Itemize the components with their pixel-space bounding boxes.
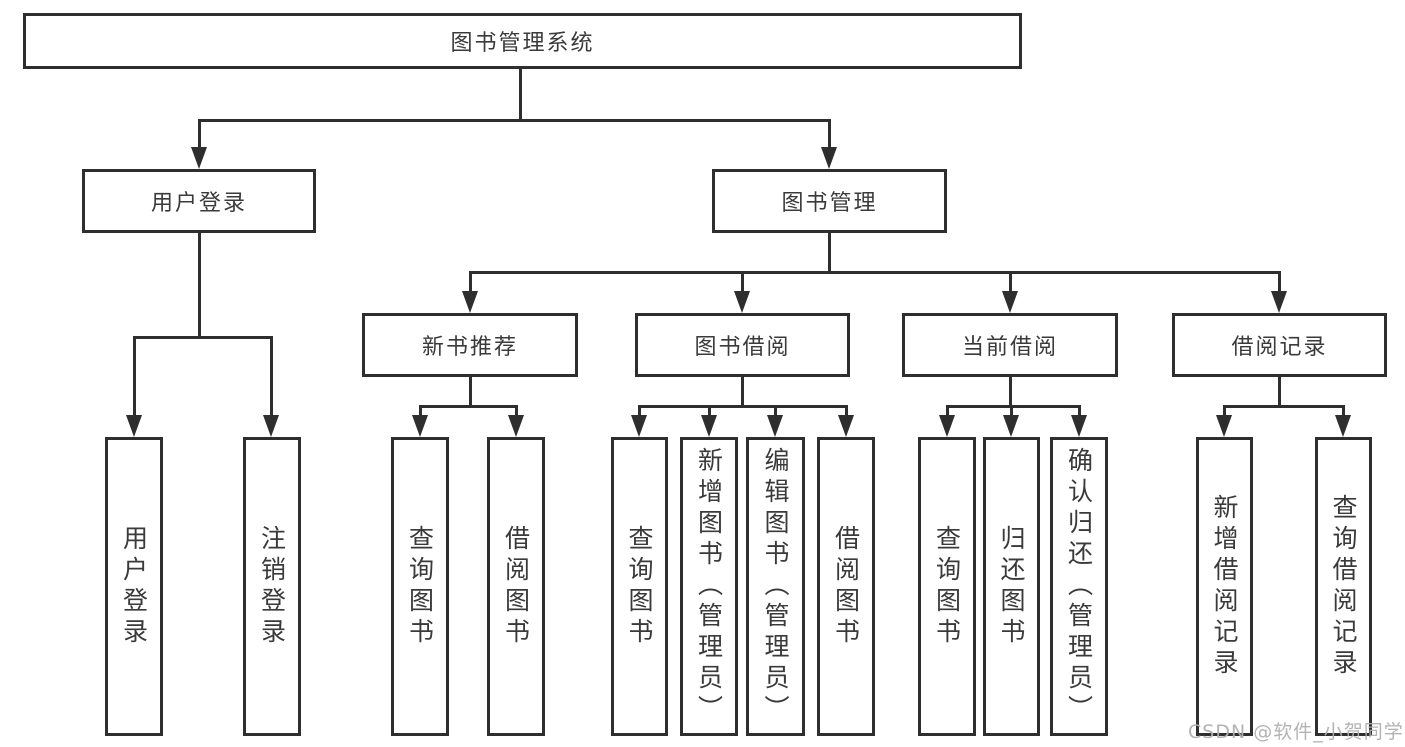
connector-arrowhead [821, 147, 837, 169]
connector-line [469, 271, 472, 296]
connector-line [1223, 405, 1345, 408]
connector-line [638, 405, 848, 408]
connector-arrowhead [631, 415, 647, 437]
leaf-logout: 注销登录 [243, 437, 301, 736]
leaf-query-books-borrowing: 查询图书 [611, 437, 668, 736]
connector-line [469, 377, 472, 405]
node-root-library-system: 图书管理系统 [23, 13, 1022, 69]
leaf-add-borrow-record: 新增借阅记录 [1196, 437, 1253, 736]
connector-line [133, 336, 136, 420]
leaf-confirm-return-admin: 确认归还（管理员） [1050, 437, 1108, 736]
connector-arrowhead [508, 415, 524, 437]
connector-line [1078, 405, 1081, 420]
connector-line [419, 405, 518, 408]
node-user-login: 用户登录 [82, 169, 316, 233]
connector-line [198, 119, 831, 122]
connector-line [1278, 271, 1281, 296]
connector-arrowhead [1002, 291, 1018, 313]
connector-arrowhead [1335, 415, 1351, 437]
connector-arrowhead [1271, 291, 1287, 313]
leaf-edit-books-admin: 编辑图书（管理员） [746, 437, 805, 736]
leaf-query-borrow-record: 查询借阅记录 [1315, 437, 1372, 736]
connector-arrowhead [126, 415, 142, 437]
connector-arrowhead [939, 415, 955, 437]
connector-arrowhead [1003, 415, 1019, 437]
connector-line [1223, 405, 1226, 420]
connector-line [638, 405, 641, 420]
node-book-borrowing: 图书借阅 [635, 313, 850, 377]
connector-line [1342, 405, 1345, 420]
leaf-borrow-books-recommend: 借阅图书 [487, 437, 545, 736]
connector-arrowhead [1216, 415, 1232, 437]
connector-line [708, 405, 711, 420]
connector-line [469, 271, 1281, 274]
connector-line [828, 119, 831, 149]
connector-arrowhead [767, 415, 783, 437]
connector-arrowhead [734, 291, 750, 313]
connector-line [1009, 271, 1012, 296]
connector-line [946, 405, 1081, 408]
leaf-user-login: 用户登录 [105, 437, 163, 736]
connector-arrowhead [462, 291, 478, 313]
connector-arrowhead [838, 415, 854, 437]
connector-line [1010, 405, 1013, 420]
leaf-return-books: 归还图书 [983, 437, 1040, 736]
connector-arrowhead [191, 147, 207, 169]
node-book-management: 图书管理 [712, 169, 947, 233]
connector-line [741, 271, 744, 296]
node-current-borrowing: 当前借阅 [902, 313, 1118, 377]
connector-arrowhead [701, 415, 717, 437]
connector-line [270, 336, 273, 420]
leaf-add-books-admin: 新增图书（管理员） [680, 437, 738, 736]
connector-line [198, 233, 201, 336]
connector-line [741, 377, 744, 405]
csdn-watermark: CSDN @软件_小贺同学 [1188, 721, 1404, 743]
connector-line [946, 405, 949, 420]
connector-arrowhead [412, 415, 428, 437]
connector-arrowhead [263, 415, 279, 437]
connector-line [1009, 377, 1012, 405]
leaf-query-books-current: 查询图书 [918, 437, 976, 736]
connector-line [519, 69, 522, 119]
connector-arrowhead [1071, 415, 1087, 437]
node-new-book-recommend: 新书推荐 [362, 313, 578, 377]
connector-line [828, 233, 831, 271]
node-borrowing-records: 借阅记录 [1172, 313, 1387, 377]
connector-line [515, 405, 518, 420]
connector-line [1278, 377, 1281, 405]
leaf-query-books-recommend: 查询图书 [391, 437, 449, 736]
connector-line [774, 405, 777, 420]
connector-line [133, 336, 273, 339]
connector-line [419, 405, 422, 420]
leaf-borrow-books: 借阅图书 [817, 437, 875, 736]
connector-line [845, 405, 848, 420]
connector-line [198, 119, 201, 149]
